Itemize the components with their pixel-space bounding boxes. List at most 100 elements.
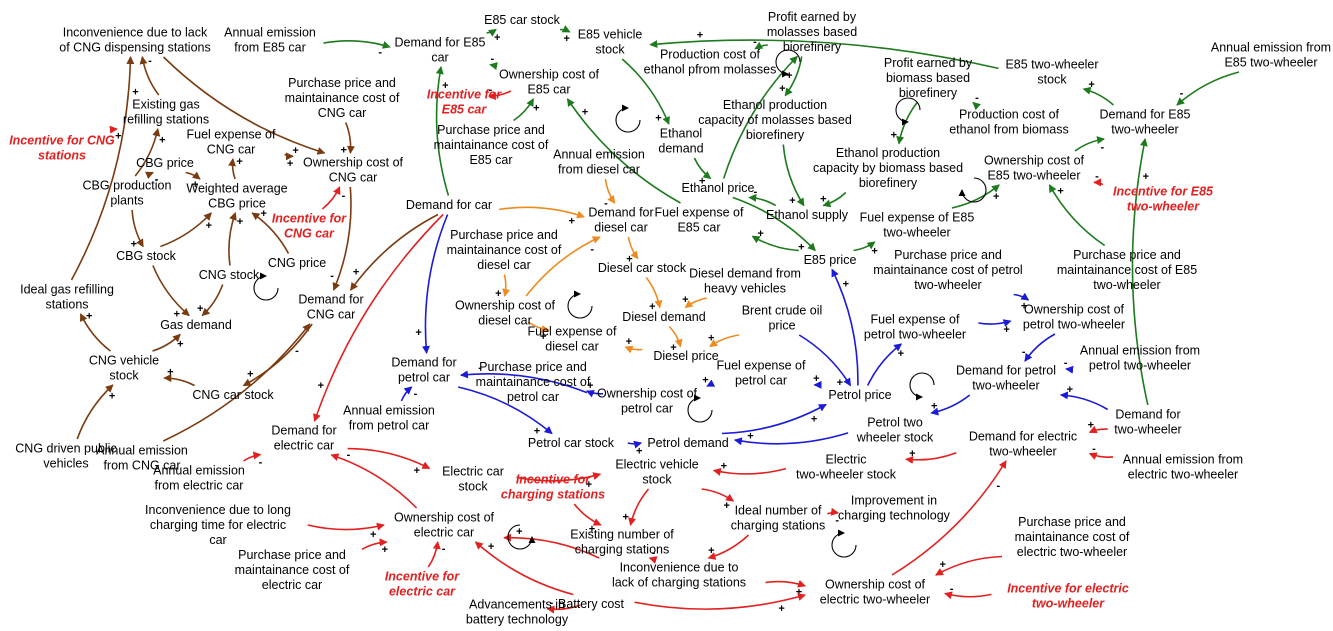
node-label-line: Incentive for [516, 473, 591, 487]
node-label-line: electric two-wheeler [1128, 468, 1238, 482]
node-label-line: petrol two-wheeler [1023, 318, 1125, 332]
polarity-plus: + [370, 529, 376, 541]
link-incentive-e85-tw-to-ownership-e85-tw [1093, 178, 1104, 187]
link-cng-stock-to-gas-demand [201, 284, 224, 317]
node-petrol-car-stock: Petrol car stock [528, 436, 615, 450]
link-purchase-electric-tw-to-ownership-electric-tw [935, 555, 1003, 576]
node-label-line: price [768, 319, 795, 333]
node-label-line: plants [110, 194, 143, 208]
node-battery-cost: Battery cost [558, 597, 625, 611]
node-label: Diesel car stock [598, 261, 687, 275]
link-incentive-e85-car-to-ownership-e85-car [487, 90, 512, 101]
polarity-minus: - [342, 190, 346, 202]
node-label-line: electric car [414, 526, 474, 540]
node-label: CNG car stock [192, 388, 274, 402]
node-label-line: Ownership cost of [455, 299, 556, 313]
node-label-line: Purchase price and [894, 248, 1002, 262]
polarity-plus: + [939, 559, 945, 571]
link-petrol-demand-to-petrol-price [721, 403, 827, 435]
polarity-minus: - [155, 173, 159, 185]
polarity-minus: - [259, 457, 263, 469]
node-label-line: E85 car [677, 221, 720, 235]
node-label-line: Electric vehicle [615, 458, 698, 472]
node-label-line: Weighted average [186, 182, 287, 196]
node-label-line: Purchase price and [437, 123, 545, 137]
polarity-plus: + [1067, 384, 1073, 396]
link-purchase-e85-tw-to-ownership-e85-tw [1048, 184, 1106, 247]
polarity-minus: - [753, 186, 757, 198]
node-label-line: Fuel expense of [187, 128, 276, 142]
polarity-plus: + [115, 131, 121, 143]
node-label-line: charging stations [501, 488, 605, 502]
node-label-line: from petrol car [349, 419, 430, 433]
link-cng-stock-to-weighted-cbg [228, 212, 237, 266]
link-annual-cng-car-to-demand-cng-car [162, 323, 311, 442]
node-label-line: petrol car [398, 371, 450, 385]
polarity-plus: + [993, 191, 999, 203]
node-label-line: molasses based [767, 25, 857, 39]
node-label: Diesel demand [622, 310, 705, 324]
polarity-plus: + [206, 220, 212, 232]
polarity-plus: + [811, 413, 817, 425]
polarity-plus: + [708, 333, 714, 345]
node-label-line: from CNG car [103, 459, 180, 473]
node-label-line: maintainance cost of [235, 563, 350, 577]
node-label-line: electric car [274, 439, 334, 453]
polarity-plus: + [626, 336, 632, 348]
polarity-plus: + [353, 267, 359, 279]
polarity-plus: + [1088, 79, 1094, 91]
node-label-line: electric two-wheeler [1017, 545, 1127, 559]
link-e85-car-stock-to-e85-vehicle-stock [559, 25, 571, 33]
node-label-line: maintainance cost of [447, 243, 562, 257]
node-label-line: CBG price [208, 197, 266, 211]
node-label: Ethanol price [682, 181, 755, 195]
polarity-plus: + [891, 129, 897, 141]
loop-marker-electric-car [507, 524, 536, 550]
polarity-plus: + [931, 400, 937, 412]
link-brent-to-petrol-price [798, 334, 852, 387]
node-label: Gas demand [160, 318, 232, 332]
node-label-line: diesel car [477, 258, 531, 272]
polarity-plus: + [415, 327, 421, 339]
link-electric-vehicle-stock-to-existing-charging [628, 488, 650, 526]
polarity-minus: - [550, 597, 554, 609]
node-label-line: Diesel car stock [598, 261, 687, 275]
link-ideal-charging-to-inconv-lack-charging [707, 534, 750, 560]
polarity-minus: - [590, 244, 594, 256]
node-label-line: Ideal number of [735, 504, 822, 518]
node-label-line: maintainance cost of [285, 91, 400, 105]
node-label-line: CNG car [329, 171, 378, 185]
polarity-plus: + [708, 545, 714, 557]
link-petrol-tw-stock-to-petrol-demand [733, 432, 849, 446]
node-label-line: Existing number of [570, 528, 674, 542]
node-label-line: maintainance cost of E85 [1057, 263, 1197, 277]
node-label-line: Improvement in [851, 494, 937, 508]
